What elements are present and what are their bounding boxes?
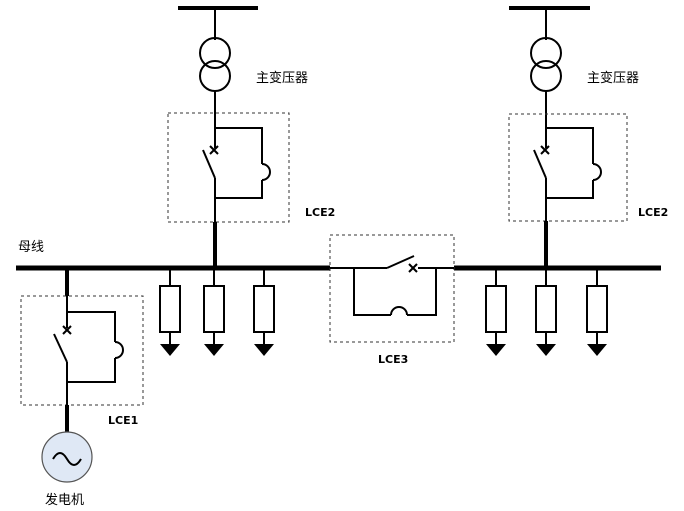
generator-branch (20, 268, 144, 483)
lce2-right-label: LCE2 (638, 206, 668, 219)
lce3-label: LCE3 (378, 353, 408, 366)
lce2-right-dashed-box (508, 113, 628, 222)
lce2-left-dashed-box (167, 112, 290, 223)
lce3-dashed-box (329, 234, 455, 343)
load-feeders (159, 268, 608, 356)
lce2-right-breaker-icon (533, 127, 602, 252)
load-feeder (253, 268, 275, 356)
transformer-right-label: 主变压器 (587, 70, 639, 86)
generator-label: 发电机 (45, 492, 84, 508)
load-feeder (203, 268, 225, 356)
generator-icon (41, 431, 93, 483)
load-feeder (159, 268, 181, 356)
load-feeder (586, 268, 608, 356)
lce1-dashed-box (20, 295, 144, 406)
left-transformer-icon (199, 37, 231, 92)
left-transformer-branch (167, 6, 290, 268)
lce1-breaker-icon (53, 296, 124, 405)
right-transformer-branch (508, 6, 628, 268)
lce1-label: LCE1 (108, 414, 138, 427)
right-transformer-icon (530, 37, 562, 92)
transformer-left-label: 主变压器 (256, 70, 308, 86)
load-feeder (535, 268, 557, 356)
busbar-label: 母线 (18, 240, 44, 255)
lce3-bus-tie (329, 234, 455, 343)
load-feeder (485, 268, 507, 356)
lce2-left-label: LCE2 (305, 206, 335, 219)
